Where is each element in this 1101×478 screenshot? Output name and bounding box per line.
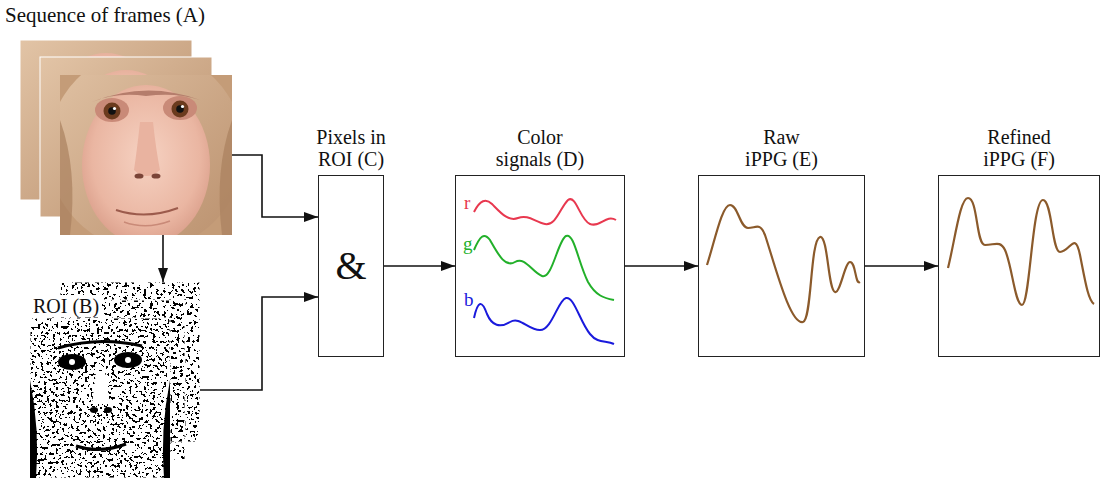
flow-arrow (384, 265, 455, 267)
blue-signal (474, 298, 614, 344)
image-caption: ROI (B) (30, 295, 102, 317)
roi-mask-frame (30, 318, 170, 478)
green-signal (474, 236, 614, 300)
flow-arrow (162, 235, 164, 282)
operator-symbol: & (335, 244, 366, 288)
box-heading: Refined iPPG (F) (979, 126, 1059, 170)
flow-arrow (625, 265, 698, 267)
flow-arrow (865, 265, 938, 267)
channel-letter: r (464, 193, 470, 214)
box-heading: Pixels in ROI (C) (305, 126, 397, 170)
image-caption: Sequence of frames (A) (5, 4, 205, 27)
process-box: Pixels in ROI (C)& (318, 175, 384, 357)
raw-ippg-signal (707, 205, 860, 322)
signal-box: Raw iPPG (E) (698, 175, 865, 357)
channel-letter: g (463, 234, 473, 255)
signal-box: Color signals (D)rgb (455, 175, 625, 357)
box-heading: Raw iPPG (E) (743, 126, 821, 170)
monkey-face-frame (60, 75, 232, 235)
roi-stack: ROI (B) (30, 282, 200, 478)
flow-arrow (200, 297, 318, 390)
channel-letter: b (464, 290, 474, 311)
refined-ippg-signal (948, 198, 1094, 305)
signal-box: Refined iPPG (F) (938, 175, 1100, 357)
box-heading: Color signals (D) (493, 126, 588, 170)
red-signal (474, 199, 616, 225)
frame-stack: Sequence of frames (A) (20, 40, 232, 235)
flow-arrow (232, 155, 318, 217)
